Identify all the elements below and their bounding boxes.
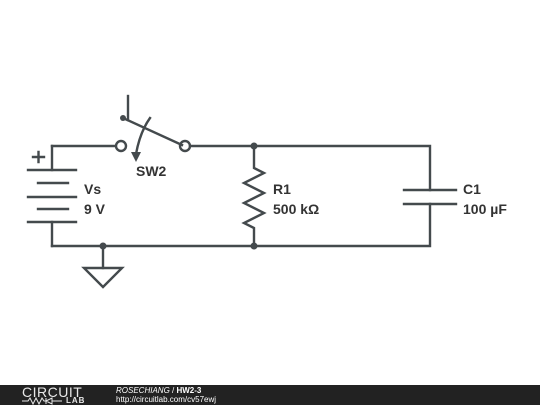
footer-title-line: ROSECHIANG / HW2-3: [116, 386, 216, 395]
switch-blade: [121, 116, 184, 147]
switch-sw2[interactable]: [114, 94, 192, 162]
author-link[interactable]: ROSECHIANG: [116, 386, 170, 395]
footer-meta: ROSECHIANG / HW2-3 http://circuitlab.com…: [116, 386, 216, 404]
capacitor-c1: [402, 188, 458, 206]
source-value-label: 9 V: [84, 201, 106, 217]
plus-sign-icon: [31, 150, 46, 164]
junction-node-bottom-right: [250, 242, 258, 250]
resistor-r1: [241, 144, 267, 248]
source-name-label: Vs: [84, 181, 101, 197]
circuit-url-link[interactable]: http://circuitlab.com/cv57ewj: [116, 395, 217, 404]
switch-terminal-left: [114, 139, 128, 153]
capacitor-name-label: C1: [463, 181, 481, 197]
logo-circuit-text: CIRCUIT: [22, 384, 83, 400]
capacitor-value-label: 100 µF: [463, 201, 507, 217]
circuitlab-logo[interactable]: CIRCUIT LAB: [22, 385, 114, 405]
junction-node-top: [250, 142, 258, 150]
voltage-source-vs: [26, 150, 78, 248]
circuit-schematic: SW2 + Vs 9 V R1 500 kΩ C1 100 µF: [26, 94, 507, 289]
title-separator: /: [169, 386, 177, 395]
switch-label: SW2: [136, 163, 167, 179]
switch-arrow-head: [131, 152, 141, 162]
ground-symbol: [81, 244, 125, 289]
switch-pivot: [120, 115, 126, 121]
resistor-name-label: R1: [273, 181, 291, 197]
logo-lab-text: LAB: [66, 396, 86, 405]
switch-arrow-arc: [134, 116, 152, 156]
footer-bar: CIRCUIT LAB ROSECHIANG / HW2-3 http://ci…: [0, 385, 540, 405]
logo-bottom-row: LAB: [22, 397, 114, 405]
resistor-value-label: 500 kΩ: [273, 201, 319, 217]
wire-top-right: [188, 144, 432, 192]
circuit-title[interactable]: HW2-3: [176, 386, 202, 395]
wire-bottom: [50, 202, 432, 248]
resistor-logo-icon: [22, 397, 62, 405]
junction-node-ground: [99, 242, 107, 250]
